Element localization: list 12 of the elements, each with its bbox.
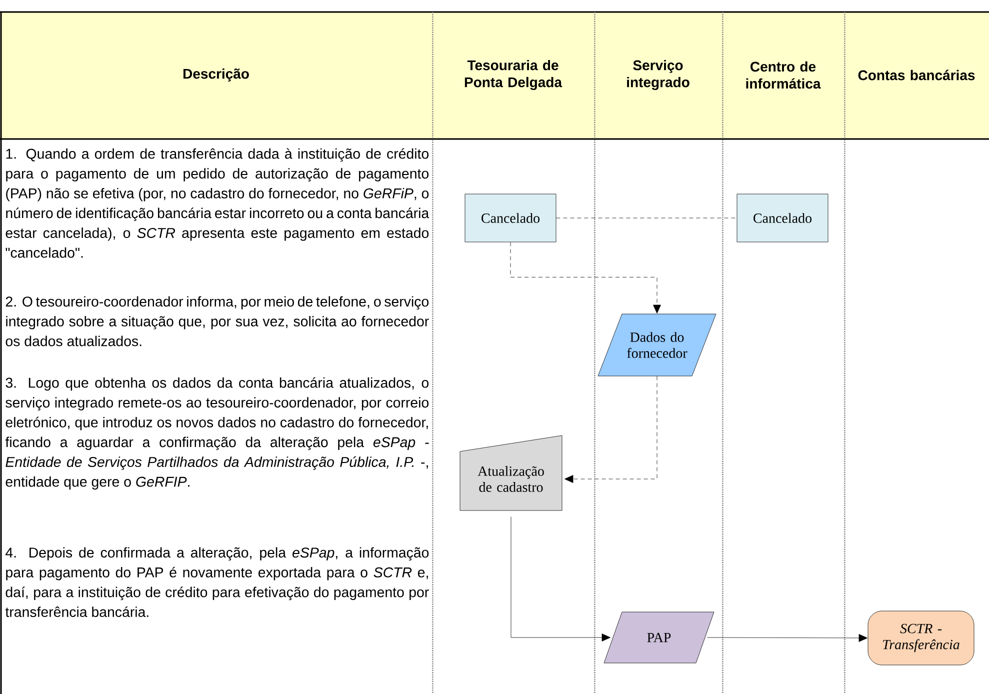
- process-box: Cancelado: [464, 194, 556, 242]
- paragraph: 2. O tesoureiro-coordenador informa, por meio de telefone, o serviço integrado sobre a situação que, por sua vez, solicita ao fornecedor os dados atualizados.: [6, 296, 429, 346]
- connector: [564, 376, 658, 483]
- data-parallelogram: Dados do fornecedor: [598, 314, 716, 376]
- connector: [510, 242, 661, 314]
- process-box: Cancelado: [736, 194, 828, 242]
- paragraph: 4. Depois de confirmada a alteração, pela eSPap, a informação para pagamento do PAP é novamente exportada para o SCTR e, daí, para a instituição de crédito para efetivação do pagamento por transferência bancária.: [5, 547, 429, 618]
- paragraph: 1. Quando a ordem de transferência dada à instituição de crédito para o pagamento de um pedido de autorização de pagamento (PAP) não se efetiva (por, no cadastro do fornecedor, no GeRFiP, o número de identificação bancária estar incorreto ou a conta bancária estar cancelada), o SCTR apresenta este pagamento em estado "cancelado".: [6, 148, 430, 258]
- data-parallelogram: PAP: [604, 612, 714, 664]
- paragraph: 3. Logo que obtenha os dados da conta bancária atualizados, o serviço integrado remete-os ao tesoureiro-coordenador, por correio eletrónico, que introduz os novos dados no cadastro do fornecedor, ficando a aguardar a confirmação da alteração pela eSPap - Entidade de Serviços Partilhados da Administração Pública, I.P. -, entidade que gere o GeRFIP.: [5, 377, 429, 490]
- connector: [510, 516, 610, 642]
- connector: [707, 634, 868, 642]
